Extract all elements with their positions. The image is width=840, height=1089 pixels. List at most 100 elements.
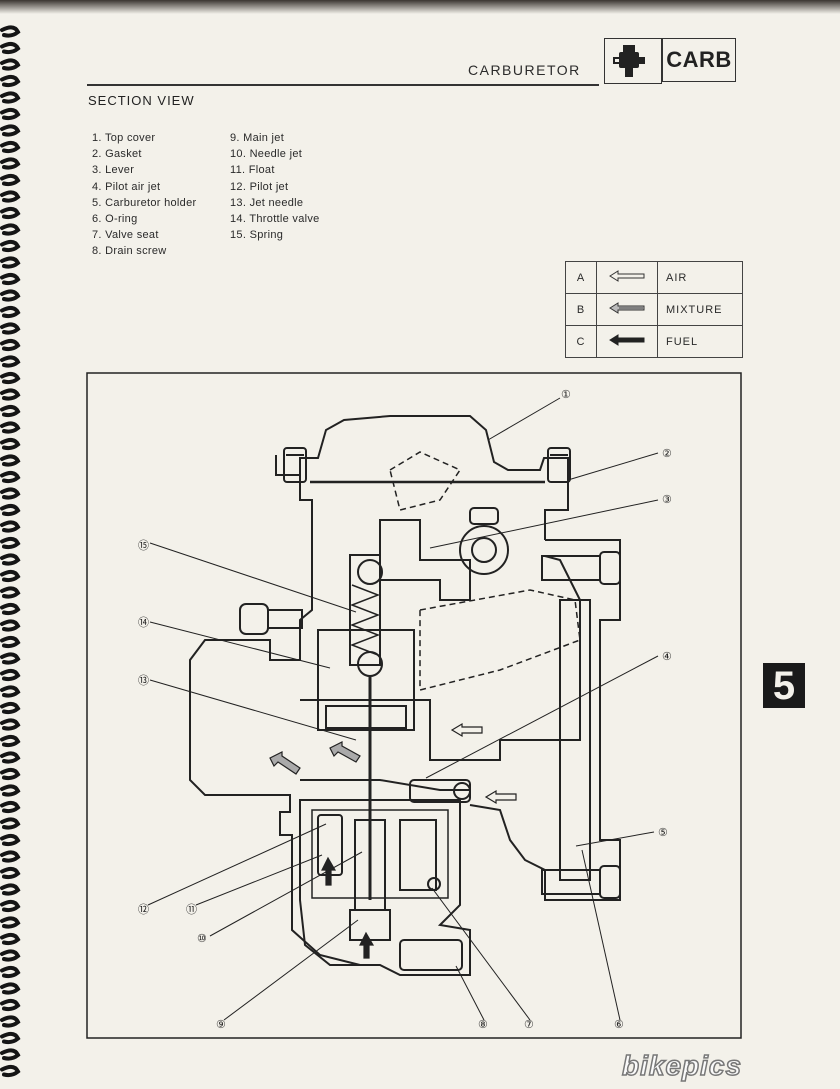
spiral-coil [0,767,21,781]
flow-arrows [269,722,517,959]
part-item: 6. O-ring [92,213,138,226]
mixture-arrow [269,751,301,775]
spiral-coil [0,965,21,979]
spiral-coil [0,569,21,583]
spiral-coil [0,470,21,484]
part-item: 15. Spring [230,229,284,242]
spiral-coil [0,107,21,121]
part-item: 9. Main jet [230,132,285,144]
leader-lines [147,397,659,1021]
spiral-coil [0,784,21,797]
callout-4: ④ [662,651,672,663]
part-item: 4. Pilot air jet [92,180,161,193]
spiral-coil [0,140,21,154]
spiral-coil [0,701,21,715]
part-item: 7. Valve seat [92,229,159,242]
page-title: CARBURETOR [468,62,581,78]
callout-6: ⑥ [614,1019,624,1031]
spiral-coil [0,305,21,319]
part-item: 1. Top cover [92,132,156,144]
callout-9: ⑨ [216,1019,226,1031]
part-item: 8. Drain screw [92,245,167,258]
section-heading: SECTION VIEW [88,93,195,108]
legend-row-mixture: B MIXTURE [565,293,743,326]
diagram-frame [86,372,742,1039]
spiral-coil [0,1048,21,1061]
legend-label: FUEL [657,325,743,358]
spiral-coil [0,602,21,616]
legend-row-fuel: C FUEL [565,325,743,358]
air-arrow [450,722,483,738]
spiral-coil [0,91,21,104]
spiral-coil [0,668,21,682]
parts-list-column-1: 1. Top cover 2. Gasket 3. Lever 4. Pilot… [92,130,196,260]
callout-10: ⑩ [197,933,207,945]
spiral-coil [0,272,21,286]
spiral-coil [0,850,21,863]
spiral-coil [0,932,21,946]
spiral-coil [0,520,21,533]
spiral-coil [0,157,21,170]
spiral-coil [0,866,21,880]
spiral-coil [0,833,21,847]
spiral-coil [0,289,21,302]
spiral-coil [0,586,21,599]
spiral-coil [0,223,21,236]
spiral-coil [0,338,21,352]
legend-key: B [565,293,597,326]
spiral-coil [0,239,21,253]
part-item: 2. Gasket [92,148,142,161]
flow-legend: A AIR B MIXTURE C FUEL [565,261,743,358]
spiral-coil [0,982,21,995]
spiral-coil [0,190,21,203]
callout-7: ⑦ [524,1019,534,1031]
watermark-logo: bikepics [621,1049,743,1082]
callout-8: ⑧ [478,1019,488,1031]
part-item: 10. Needle jet [230,148,303,161]
spiral-coil [0,1015,21,1028]
spiral-coil [0,322,21,335]
fuel-arrow [321,856,337,886]
callout-12: ⑫ [138,903,149,916]
spiral-coil [0,74,21,88]
spiral-coil [0,817,21,830]
air-arrow [484,789,517,805]
spiral-coil [0,883,21,896]
parts-list-column-2: 9. Main jet 10. Needle jet 11. Float 12.… [230,130,320,243]
spiral-coil [0,751,21,764]
spiral-coil [0,1064,21,1078]
outline-arrow-icon [596,261,658,294]
part-item: 11. Float [230,164,275,177]
chapter-tab: 5 [763,663,805,708]
spiral-coil [0,355,21,368]
spiral-coil [0,41,21,55]
spiral-coil [0,899,21,913]
legend-row-air: A AIR [565,261,743,294]
spiral-coil [0,404,21,418]
spiral-coil [0,256,21,269]
part-item: 14. Throttle valve [230,213,320,226]
spiral-coil [0,371,21,385]
spiral-coil [0,685,21,698]
carburetor-icon [613,45,645,77]
spiral-coil [0,58,21,71]
spiral-coil [0,553,21,566]
callout-3: ③ [662,494,672,506]
part-item: 13. Jet needle [230,196,304,209]
spiral-coil [0,173,21,187]
spiral-coil [0,503,21,517]
spiral-coil [0,454,21,467]
spiral-coil [0,916,21,929]
spiral-coil [0,206,21,220]
carburetor-body [189,415,621,976]
callout-labels: ① ② ③ ⑮ ⑭ ⑬ ④ ⑤ ⑫ ⑪ ⑩ ⑨ ⑧ ⑦ ⑥ [138,389,672,1031]
part-item: 12. Pilot jet [230,180,289,193]
legend-label: AIR [657,261,743,294]
spiral-coil [0,800,21,814]
callout-14: ⑭ [138,616,149,629]
spiral-coil [0,437,21,451]
callout-1: ① [561,389,571,401]
header-rule [87,84,599,86]
callout-13: ⑬ [138,674,149,687]
